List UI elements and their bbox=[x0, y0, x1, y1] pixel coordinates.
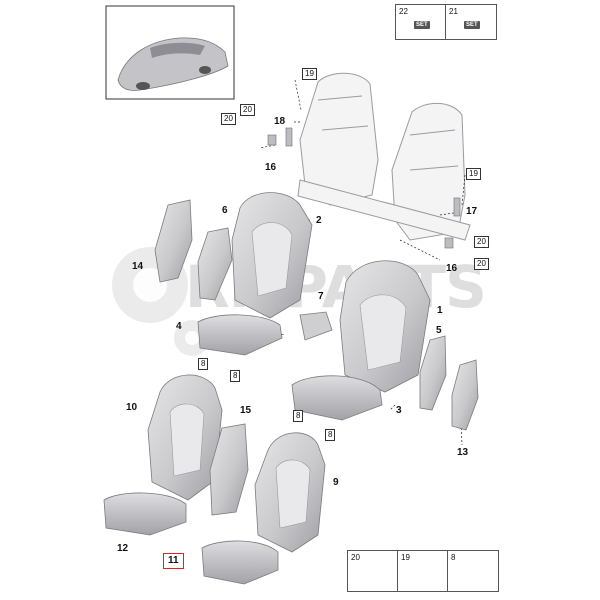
kit-box-21: 21 SET bbox=[445, 4, 497, 40]
kit-number: 19 bbox=[401, 553, 410, 562]
side-trim-part-14 bbox=[154, 199, 193, 283]
ref-8-a: 8 bbox=[198, 358, 209, 370]
kit-number: 20 bbox=[351, 553, 360, 562]
kit-box-20: 20 bbox=[347, 550, 399, 592]
fastener-part-16-upper bbox=[267, 127, 461, 249]
kit-number: 22 bbox=[399, 7, 408, 16]
callout-13: 13 bbox=[457, 447, 469, 458]
trim-panel-part-15 bbox=[209, 423, 249, 516]
seat-cushion-part-12 bbox=[103, 492, 187, 536]
side-trim-part-13 bbox=[451, 359, 479, 431]
seat-cushion-part-4 bbox=[197, 314, 283, 356]
callout-15: 15 bbox=[240, 405, 252, 416]
ref-8-b: 8 bbox=[230, 370, 241, 382]
callout-5: 5 bbox=[436, 325, 442, 336]
kit-box-22: 22 SET bbox=[395, 4, 447, 40]
seat-backrest-part-9 bbox=[254, 432, 326, 553]
callout-3: 3 bbox=[396, 405, 402, 416]
callout-16-upper: 16 bbox=[265, 162, 277, 173]
ref-20-d: 20 bbox=[474, 258, 489, 270]
ref-20-a: 20 bbox=[240, 104, 255, 116]
ref-19-lower: 19 bbox=[466, 168, 481, 180]
ref-19-upper: 19 bbox=[302, 68, 317, 80]
kit-number: 21 bbox=[449, 7, 458, 16]
kit-box-8: 8 bbox=[447, 550, 499, 592]
callout-7: 7 bbox=[318, 291, 324, 302]
callout-2: 2 bbox=[316, 215, 322, 226]
side-trim-part-5 bbox=[419, 335, 447, 411]
callout-9: 9 bbox=[333, 477, 339, 488]
callout-14: 14 bbox=[132, 261, 144, 272]
set-badge: SET bbox=[464, 21, 480, 29]
set-badge: SET bbox=[414, 21, 430, 29]
kit-number: 8 bbox=[451, 553, 456, 562]
callout-11-highlighted: 11 bbox=[163, 553, 184, 569]
seat-cushion-part-3 bbox=[291, 375, 383, 421]
callout-6: 6 bbox=[222, 205, 228, 216]
ref-20-c: 20 bbox=[474, 236, 489, 248]
callout-1: 1 bbox=[437, 305, 443, 316]
ref-8-d: 8 bbox=[325, 429, 336, 441]
seat-backrest-part-10 bbox=[147, 374, 223, 501]
callout-18: 18 bbox=[274, 116, 286, 127]
kit-box-19: 19 bbox=[397, 550, 449, 592]
ref-20-b: 20 bbox=[221, 113, 236, 125]
callout-16-lower: 16 bbox=[446, 263, 458, 274]
car-illustration bbox=[117, 37, 229, 91]
bracket-part-7 bbox=[299, 311, 333, 341]
seat-backrest-part-2 bbox=[231, 192, 313, 319]
callout-17: 17 bbox=[466, 206, 478, 217]
callout-12: 12 bbox=[117, 543, 129, 554]
seat-cushion-part-11 bbox=[201, 540, 279, 585]
callout-10: 10 bbox=[126, 402, 138, 413]
seat-backrest-part-1 bbox=[339, 260, 431, 393]
callout-4: 4 bbox=[176, 321, 182, 332]
seat-frame-illustration bbox=[297, 72, 471, 241]
trim-panel-part-6 bbox=[197, 227, 233, 301]
ref-8-c: 8 bbox=[293, 410, 304, 422]
